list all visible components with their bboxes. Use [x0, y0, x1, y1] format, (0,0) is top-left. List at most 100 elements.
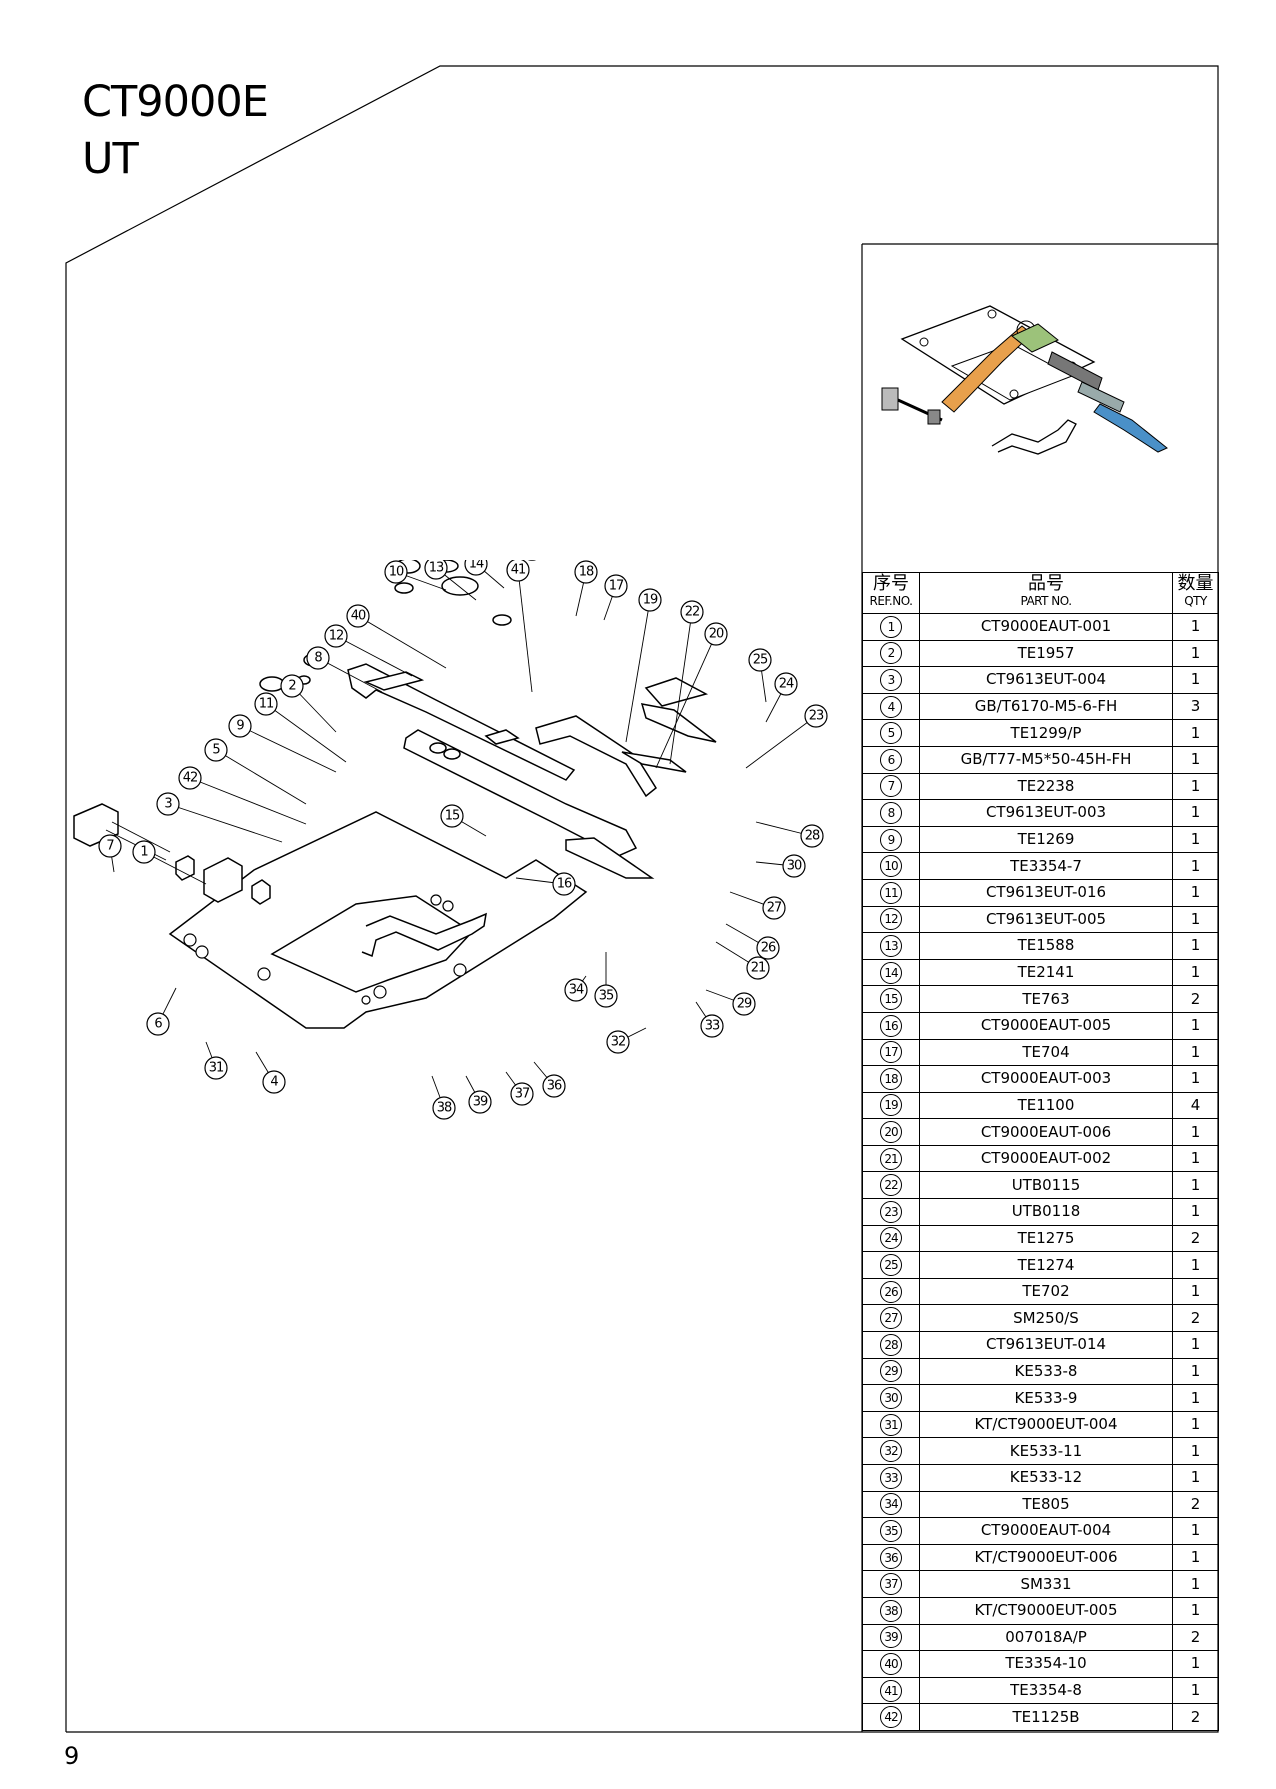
ref-number: 21 — [880, 1147, 902, 1170]
callout-circle — [468, 1090, 492, 1114]
ref-cell: 38 — [862, 1596, 920, 1625]
ref-cell: 30 — [862, 1384, 920, 1412]
callout-label: 10 — [389, 565, 404, 580]
callout-label: 35 — [599, 989, 614, 1004]
ref-number: 26 — [880, 1280, 902, 1303]
header-ref: 序号 REF.NO. — [862, 572, 920, 614]
qty-cell: 2 — [1172, 1703, 1219, 1731]
callout-17: 17 — [604, 574, 628, 598]
leader-line — [167, 803, 283, 843]
ref-number: 18 — [880, 1067, 902, 1090]
qty-cell: 1 — [1172, 958, 1219, 987]
thumb-green-plate — [1011, 323, 1059, 353]
callout-16: 16 — [552, 872, 576, 896]
callout-label: 21 — [751, 961, 766, 976]
part-number-cell: TE3354-7 — [919, 852, 1173, 880]
callout-label: 12 — [329, 629, 344, 644]
callout-label: 22 — [685, 605, 700, 620]
callout-label: 40 — [351, 609, 366, 624]
ref-number: 36 — [880, 1546, 902, 1569]
part-number-cell: GB/T6170-M5-6-FH — [919, 692, 1173, 721]
part-number-cell: TE1957 — [919, 639, 1173, 668]
callout-circle — [346, 604, 370, 628]
leader-line — [317, 657, 383, 693]
callout-circle — [774, 672, 798, 696]
leader-line — [239, 725, 337, 773]
part-number-cell: TE1125B — [919, 1703, 1173, 1731]
ref-number: 29 — [880, 1360, 902, 1383]
callout-circle — [384, 560, 408, 584]
callout-41: 41 — [506, 560, 530, 582]
qty-cell: 2 — [1172, 985, 1219, 1013]
callout-5: 5 — [204, 738, 228, 762]
ref-cell: 10 — [862, 852, 920, 880]
ref-cell: 28 — [862, 1331, 920, 1359]
qty-cell: 2 — [1172, 1623, 1219, 1652]
callout-label: 41 — [511, 563, 526, 578]
callout-label: 34 — [569, 983, 584, 998]
ref-number: 9 — [880, 828, 902, 851]
ref-number: 35 — [880, 1519, 902, 1542]
qty-cell: 1 — [1172, 932, 1219, 960]
callout-label: 11 — [259, 697, 274, 712]
ref-cell: 23 — [862, 1198, 920, 1226]
callout-10: 10 — [384, 560, 408, 584]
callout-label: 29 — [737, 997, 752, 1012]
ref-number: 1 — [880, 615, 902, 638]
ref-cell: 29 — [862, 1357, 920, 1386]
callout-label: 37 — [515, 1087, 530, 1102]
callout-27: 27 — [762, 896, 786, 920]
callout-circle — [564, 978, 588, 1002]
part-number-cell: CT9000EAUT-003 — [919, 1065, 1173, 1093]
ref-number: 11 — [880, 881, 902, 904]
ref-cell: 22 — [862, 1171, 920, 1200]
callout-circle — [542, 1074, 566, 1098]
part-number-cell: TE2238 — [919, 772, 1173, 801]
callout-label: 28 — [805, 829, 820, 844]
thumb-left-block — [881, 387, 943, 425]
callout-label: 16 — [557, 877, 572, 892]
leader-line — [517, 569, 533, 693]
part-number-cell: TE702 — [919, 1277, 1173, 1306]
callout-30: 30 — [782, 854, 806, 878]
callout-label: 23 — [809, 709, 824, 724]
ref-number: 20 — [880, 1121, 902, 1144]
callout-label: 39 — [473, 1095, 488, 1110]
ref-cell: 7 — [862, 772, 920, 801]
ref-cell: 42 — [862, 1703, 920, 1731]
thumb-blue-knife — [1093, 403, 1168, 453]
callout-circle — [510, 1082, 534, 1106]
callout-circle — [262, 1070, 286, 1094]
callout-circle — [700, 1014, 724, 1038]
base-plate — [168, 811, 588, 1029]
callout-label: 18 — [579, 565, 594, 580]
top-slide-bar — [347, 663, 576, 781]
qty-cell: 1 — [1172, 1357, 1219, 1386]
ref-number: 37 — [880, 1573, 902, 1596]
callout-label: 42 — [183, 771, 198, 786]
part-number-cell: CT9000EAUT-005 — [919, 1011, 1173, 1040]
leader-line — [143, 851, 207, 885]
callout-label: 14 — [469, 560, 484, 572]
qty-cell: 2 — [1172, 1224, 1219, 1253]
callout-circle — [732, 992, 756, 1016]
part-number-cell: CT9613EUT-014 — [919, 1331, 1173, 1359]
qty-cell: 1 — [1172, 825, 1219, 854]
ref-number: 41 — [880, 1679, 902, 1702]
ref-cell: 4 — [862, 692, 920, 721]
ref-number: 3 — [880, 668, 902, 691]
callout-7: 7 — [98, 834, 122, 858]
leader-line — [335, 635, 413, 677]
callout-2: 2 — [280, 674, 304, 698]
callout-21: 21 — [746, 956, 770, 980]
callout-label: 33 — [705, 1019, 720, 1034]
